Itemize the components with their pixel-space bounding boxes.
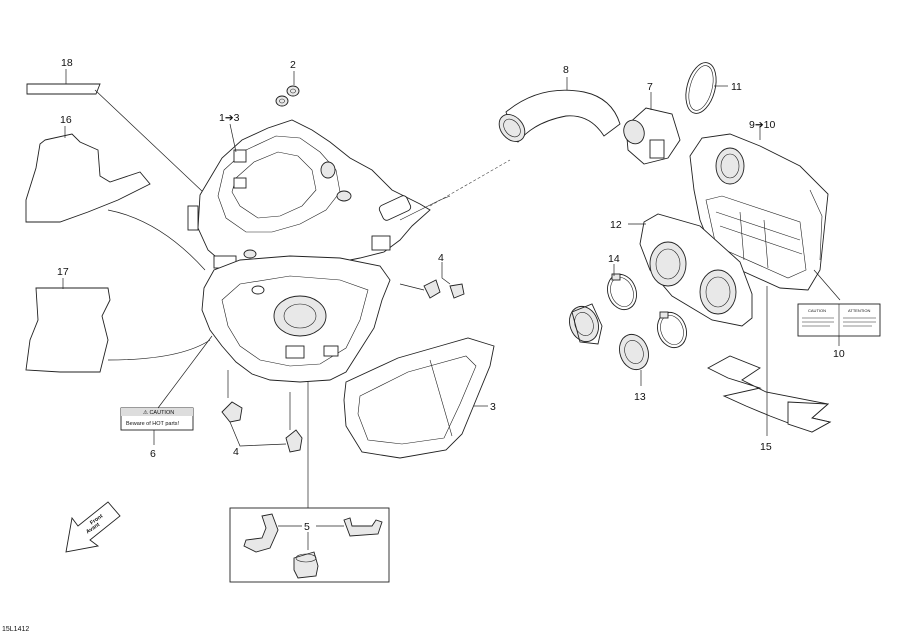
callout-17[interactable]: 17 [57,266,69,278]
part-8-intake-tube[interactable] [494,89,621,146]
part-5-clips-box[interactable] [229,507,390,583]
callout-10[interactable]: 10 [833,348,845,360]
callout-3[interactable]: 3 [490,401,496,413]
callout-6[interactable]: 6 [150,448,156,460]
part-15-foam-pad[interactable] [707,355,832,433]
part-11-oring[interactable] [681,59,722,116]
attention-small: ATTENTION [848,308,870,313]
part-12-filter-plate[interactable] [639,213,753,327]
front-arrow-icon: Front Avant [65,501,121,553]
part-14-clamps[interactable] [603,270,692,351]
callout-5[interactable]: 5 [304,521,310,533]
part-13-couplers[interactable] [565,302,654,373]
figure-code: 15L1412 [2,626,29,633]
part-4-clips-right[interactable] [423,279,465,299]
caution-title: ⚠ CAUTION [143,409,174,416]
part-4-clips-left[interactable] [221,401,303,453]
callout-1-3[interactable]: 1➔3 [219,112,240,124]
part-17-foam[interactable] [25,287,111,373]
caution-text: Beware of HOT parts! [126,421,180,427]
airbox-upper-housing[interactable] [187,119,511,269]
callout-7[interactable]: 7 [647,81,653,93]
part-2-grommets[interactable] [275,85,300,107]
callout-2[interactable]: 2 [290,59,296,71]
caution-small: CAUTION [808,308,826,313]
part-6-caution-label[interactable]: ⚠ CAUTION Beware of HOT parts! [120,407,194,431]
airbox-lower-housing[interactable] [201,255,391,383]
callout-13[interactable]: 13 [634,391,646,403]
callout-11[interactable]: 11 [731,81,742,93]
callout-9-10[interactable]: 9➔10 [749,119,775,131]
part-3-frame[interactable] [343,337,495,459]
callout-14[interactable]: 14 [608,253,620,265]
callout-15[interactable]: 15 [760,441,772,453]
callout-18[interactable]: 18 [61,57,73,69]
callout-4-upper[interactable]: 4 [438,252,444,264]
part-16-foam[interactable] [25,133,151,223]
part-18-strip[interactable] [26,83,101,95]
callout-4-lower[interactable]: 4 [233,446,239,458]
part-7-coupler[interactable] [620,107,681,165]
callout-8[interactable]: 8 [563,64,569,76]
callout-16[interactable]: 16 [60,114,72,126]
callout-12[interactable]: 12 [610,219,622,231]
part-10-warning-labels[interactable]: CAUTION ATTENTION [797,303,881,337]
